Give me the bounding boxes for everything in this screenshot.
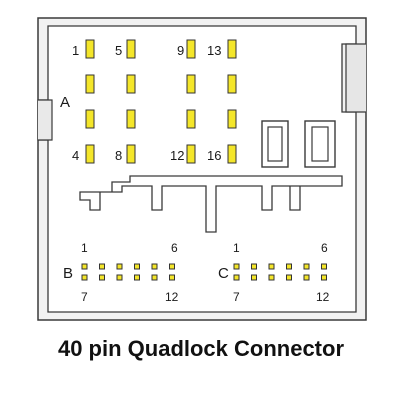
section-a-label: A bbox=[60, 94, 70, 111]
quadlock-connector-diagram: A 1 5 9 13 4 8 12 16 B 1 6 7 12 C 1 6 7 … bbox=[37, 17, 367, 321]
pin-contact bbox=[134, 263, 140, 270]
pin-contact bbox=[186, 109, 196, 129]
pin-contact bbox=[151, 263, 158, 270]
pin-contact bbox=[99, 274, 105, 281]
pin-contact bbox=[81, 274, 88, 281]
pin-number: 12 bbox=[170, 148, 184, 163]
pin-contact bbox=[85, 144, 95, 164]
pin-contact bbox=[251, 263, 257, 270]
pin-contact bbox=[169, 263, 175, 270]
pin-contact bbox=[126, 144, 136, 164]
pin-contact bbox=[134, 274, 140, 281]
pin-contact bbox=[286, 263, 292, 270]
pin-number: 4 bbox=[72, 148, 79, 163]
pin-contact bbox=[251, 274, 257, 281]
pin-contact bbox=[116, 263, 123, 270]
pin-number: 16 bbox=[207, 148, 221, 163]
section-c-pins bbox=[233, 263, 327, 281]
section-b-pins bbox=[81, 263, 175, 281]
divider-rib-fin bbox=[289, 186, 301, 211]
pin-contact bbox=[151, 274, 158, 281]
pin-contact bbox=[303, 263, 310, 270]
pin-contact bbox=[303, 274, 310, 281]
pin-contact bbox=[85, 109, 95, 129]
pin-number: 7 bbox=[233, 290, 240, 304]
pin-contact bbox=[186, 144, 196, 164]
section-c-label: C bbox=[218, 265, 229, 282]
coding-key-right bbox=[304, 120, 336, 168]
right-latch bbox=[345, 43, 366, 113]
pin-number: 8 bbox=[115, 148, 122, 163]
pin-contact bbox=[227, 74, 237, 94]
pin-contact bbox=[227, 39, 237, 59]
pin-number: 13 bbox=[207, 43, 221, 58]
pin-contact bbox=[227, 109, 237, 129]
pin-number: 7 bbox=[81, 290, 88, 304]
pin-contact bbox=[126, 109, 136, 129]
diagram-title: 40 pin Quadlock Connector bbox=[57, 336, 345, 361]
pin-number: 5 bbox=[115, 43, 122, 58]
pin-contact bbox=[233, 263, 240, 270]
pin-contact bbox=[321, 274, 327, 281]
pin-number: 12 bbox=[165, 290, 179, 304]
pin-contact bbox=[126, 39, 136, 59]
pin-number: 1 bbox=[81, 241, 88, 255]
pin-contact bbox=[85, 74, 95, 94]
pin-contact bbox=[99, 263, 105, 270]
pin-number: 9 bbox=[177, 43, 184, 58]
pin-number: 6 bbox=[321, 241, 328, 255]
pin-contact bbox=[186, 74, 196, 94]
pin-number: 6 bbox=[171, 241, 178, 255]
pin-contact bbox=[186, 39, 196, 59]
pin-contact bbox=[268, 274, 275, 281]
pin-contact bbox=[85, 39, 95, 59]
coding-key-left bbox=[261, 120, 289, 168]
pin-number: 12 bbox=[316, 290, 330, 304]
pin-contact bbox=[321, 263, 327, 270]
pin-contact bbox=[227, 144, 237, 164]
pin-contact bbox=[233, 274, 240, 281]
pin-contact bbox=[268, 263, 275, 270]
pin-contact bbox=[286, 274, 292, 281]
pin-contact bbox=[126, 74, 136, 94]
pin-number: 1 bbox=[233, 241, 240, 255]
divider-rib bbox=[79, 175, 343, 233]
pin-contact bbox=[116, 274, 123, 281]
pin-number: 1 bbox=[72, 43, 79, 58]
pin-contact bbox=[169, 274, 175, 281]
left-key-notch bbox=[38, 99, 53, 141]
section-a-pins bbox=[85, 39, 237, 164]
pin-contact bbox=[81, 263, 88, 270]
section-b-label: B bbox=[63, 265, 73, 282]
